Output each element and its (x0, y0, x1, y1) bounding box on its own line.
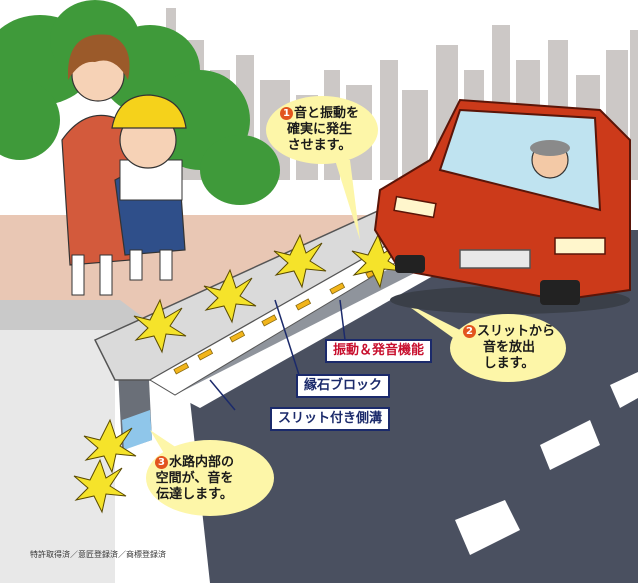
callout-2-line-3: します。 (483, 356, 535, 371)
ground-lower (0, 330, 115, 583)
bubble-1 (266, 96, 378, 164)
slits (173, 266, 382, 375)
trees (0, 0, 280, 205)
label-vibration-sound: 振動＆発音機能 (325, 339, 433, 363)
callout-3-line-2: 空間が、音を (155, 471, 234, 486)
road-edge-line (175, 255, 470, 408)
patent-footnote: 特許取得済／意匠登録済／商標登録済 (30, 550, 166, 559)
bubble-2-tail (400, 300, 470, 350)
callout-1-line-3: させます。 (287, 138, 352, 153)
mother (61, 34, 141, 296)
leader-lines (209, 299, 346, 411)
ground-left (0, 300, 160, 330)
label-curb-block: 縁石ブロック (296, 374, 391, 398)
bubble-2 (450, 314, 566, 382)
car (373, 98, 631, 314)
number-badge-2: 2 (463, 325, 476, 338)
callout-1-line-2: 確実に発生 (287, 122, 353, 137)
center-dashes (455, 372, 638, 555)
child (111, 94, 187, 281)
callout-2-line-2: 音を放出 (483, 340, 536, 355)
label-slit-gutter: スリット付き側溝 (270, 407, 391, 431)
callout-3-line-3: 伝達します。 (156, 487, 233, 502)
bubble-1-tail (335, 160, 360, 240)
bubble-3 (146, 440, 274, 516)
number-badge-3: 3 (155, 456, 168, 469)
starbursts (73, 233, 405, 514)
number-badge-1: 1 (280, 107, 293, 120)
gutter-water (122, 410, 152, 450)
